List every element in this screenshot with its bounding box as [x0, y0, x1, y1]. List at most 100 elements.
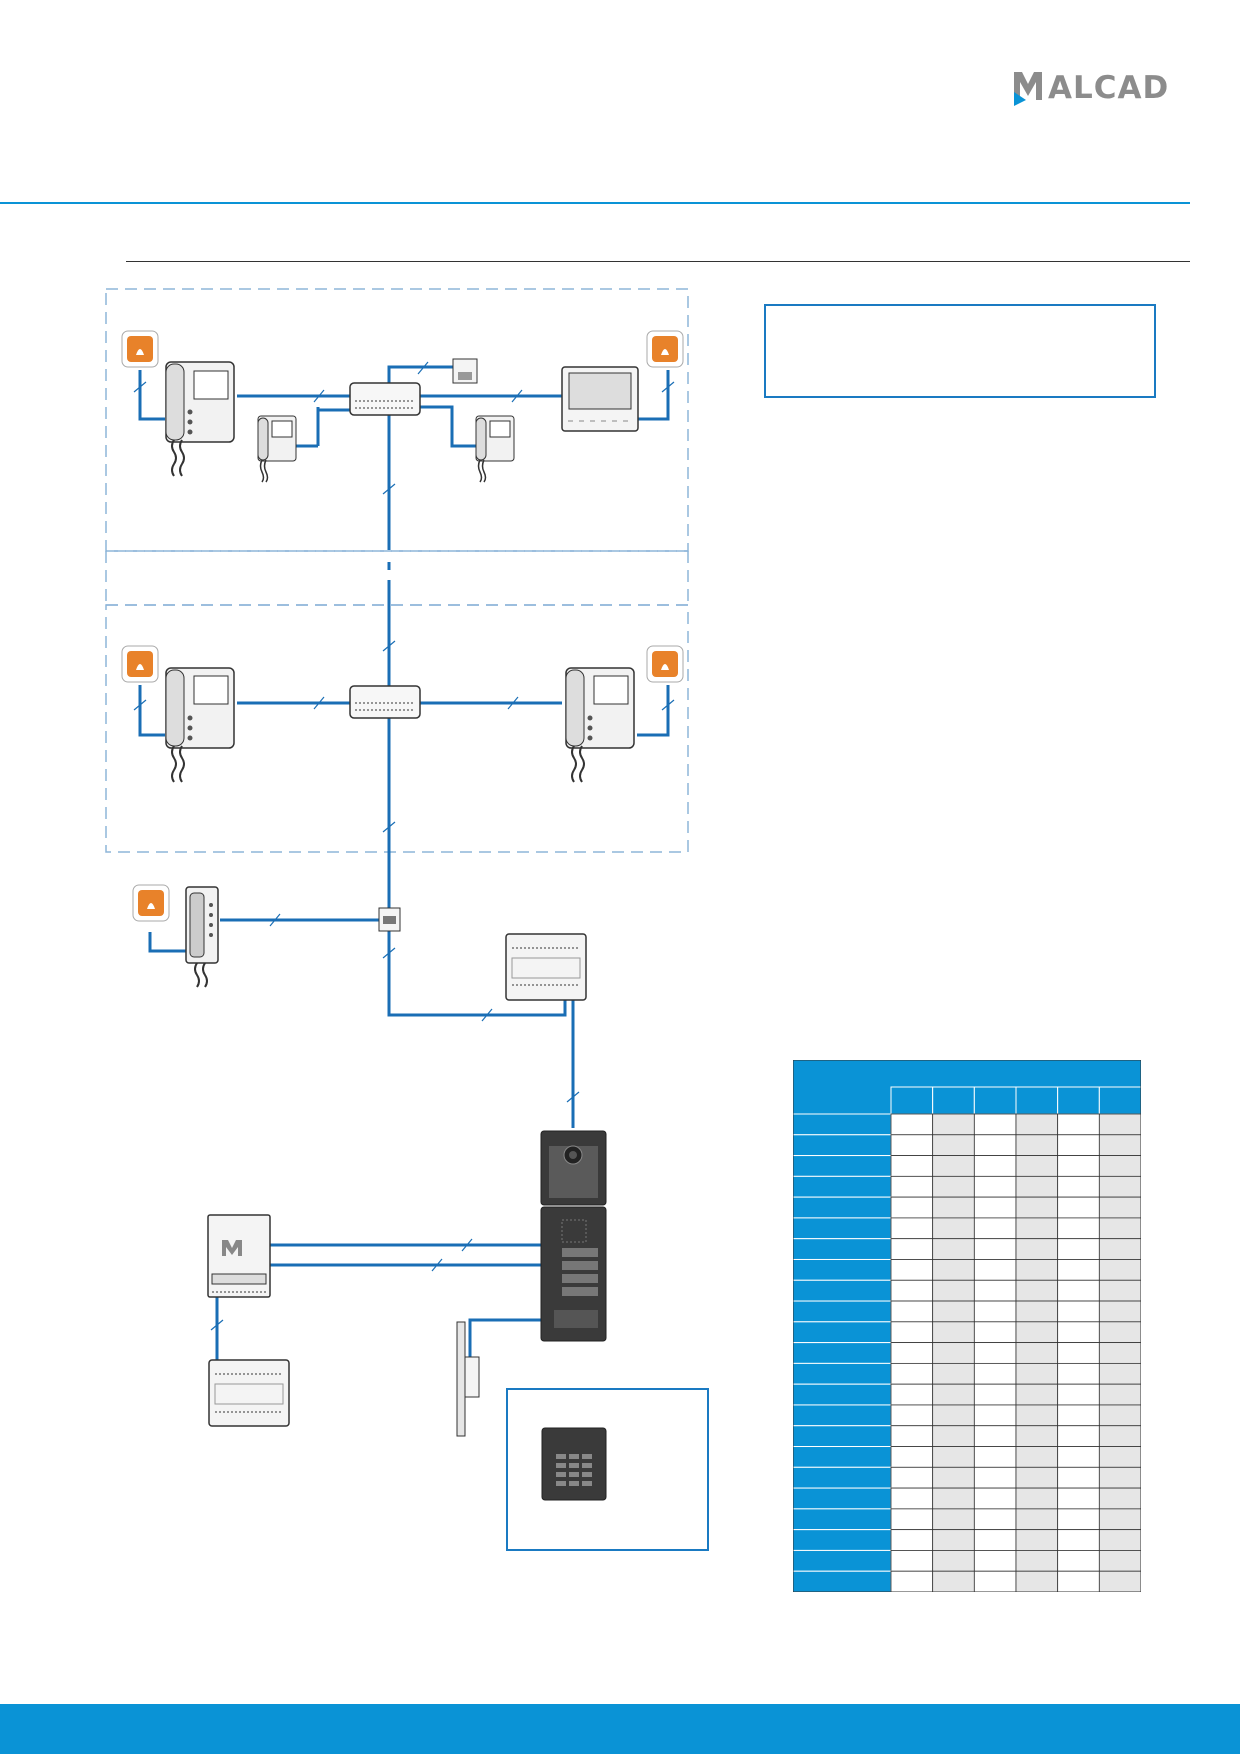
table-cell — [1015, 1529, 1059, 1551]
table-row-label — [793, 1549, 892, 1572]
table-row-label — [793, 1425, 892, 1448]
table-cell — [932, 1425, 975, 1447]
table-cell — [1057, 1300, 1100, 1323]
table-cell — [1098, 1134, 1141, 1156]
table-cell — [973, 1570, 1017, 1592]
table-cell — [1098, 1175, 1141, 1198]
table-cell — [973, 1404, 1017, 1427]
table-row-label — [793, 1508, 892, 1531]
table-cell — [1015, 1155, 1059, 1177]
table-cell — [973, 1259, 1017, 1281]
table-cell — [890, 1529, 934, 1551]
table-cell — [973, 1550, 1017, 1572]
table-cell — [890, 1238, 934, 1260]
table-cell — [932, 1342, 975, 1364]
table-cell — [1057, 1321, 1100, 1344]
table-cell — [1015, 1342, 1059, 1364]
table-row-label — [793, 1342, 892, 1364]
table-cell — [890, 1321, 934, 1344]
table-row-label — [793, 1258, 892, 1281]
table-row-label — [793, 1529, 892, 1551]
table-row-label — [793, 1238, 892, 1260]
table-cell — [1015, 1279, 1059, 1302]
table-cell — [890, 1404, 934, 1427]
table-cell — [932, 1508, 975, 1531]
table-cell — [973, 1425, 1017, 1447]
table-cell — [932, 1155, 975, 1177]
table-subheader-cell — [932, 1086, 975, 1115]
table-header-top — [891, 1060, 1141, 1087]
table-cell — [1098, 1404, 1141, 1427]
table-cell — [1015, 1508, 1059, 1531]
table-cell — [1015, 1550, 1059, 1572]
table-cell — [890, 1466, 934, 1489]
table-cell — [973, 1321, 1017, 1344]
video-monitor-icon — [565, 667, 635, 783]
table-cell — [890, 1362, 934, 1385]
electric-lock-icon — [456, 1321, 480, 1437]
alcad-logo-icon — [1014, 72, 1042, 106]
table-cell — [973, 1175, 1017, 1198]
table-row-label — [793, 1487, 892, 1510]
table-row-label — [793, 1362, 892, 1385]
table-cell — [973, 1155, 1017, 1177]
table-subheader-cell — [1015, 1086, 1059, 1115]
table-cell — [973, 1446, 1017, 1468]
table-cell — [1015, 1321, 1059, 1344]
table-cell — [932, 1196, 975, 1219]
logo-wordmark: ALCAD — [1048, 70, 1170, 106]
table-cell — [1015, 1300, 1059, 1323]
table-cell — [932, 1217, 975, 1240]
keypad-module-icon — [541, 1427, 607, 1501]
table-cell — [1098, 1196, 1141, 1219]
table-cell — [932, 1113, 975, 1136]
table-cell — [973, 1300, 1017, 1323]
table-cell — [1098, 1446, 1141, 1468]
table-cell — [890, 1300, 934, 1323]
apartment-panel-upper — [105, 288, 689, 552]
table-cell — [932, 1321, 975, 1344]
table-cell — [890, 1279, 934, 1302]
table-cell — [890, 1175, 934, 1198]
apartment-panel-lower — [105, 604, 689, 853]
table-cell — [1057, 1134, 1100, 1156]
table-cell — [1057, 1362, 1100, 1385]
table-cell — [1098, 1113, 1141, 1136]
table-cell — [1057, 1155, 1100, 1177]
table-cell — [1057, 1217, 1100, 1240]
table-cell — [1057, 1404, 1100, 1427]
table-cell — [1098, 1321, 1141, 1344]
table-cell — [932, 1466, 975, 1489]
table-row-label — [793, 1570, 892, 1592]
info-box — [764, 304, 1156, 398]
table-cell — [1015, 1466, 1059, 1489]
table-cell — [1098, 1238, 1141, 1260]
video-monitor-icon — [257, 415, 297, 483]
table-cell — [1015, 1446, 1059, 1468]
wire-section-table — [793, 1060, 1141, 1592]
table-cell — [1098, 1279, 1141, 1302]
table-cell — [1057, 1425, 1100, 1447]
table-subheader-cell — [890, 1086, 934, 1115]
distributor-box-icon — [349, 382, 421, 416]
table-cell — [890, 1570, 934, 1592]
table-cell — [1057, 1383, 1100, 1406]
table-cell — [890, 1155, 934, 1177]
table-row-label — [793, 1196, 892, 1219]
table-cell — [890, 1259, 934, 1281]
table-cell — [890, 1550, 934, 1572]
table-cell — [932, 1570, 975, 1592]
table-cell — [1015, 1570, 1059, 1592]
table-cell — [932, 1529, 975, 1551]
table-cell — [1098, 1529, 1141, 1551]
table-row-label — [793, 1155, 892, 1177]
table-cell — [1057, 1508, 1100, 1531]
table-subheader-cell — [1098, 1086, 1141, 1115]
bell-push-icon — [132, 884, 170, 922]
alcad-logo: ALCAD — [1012, 70, 1172, 110]
table-cell — [890, 1342, 934, 1364]
table-cell — [973, 1383, 1017, 1406]
table-cell — [973, 1342, 1017, 1364]
table-cell — [1098, 1508, 1141, 1531]
keypad-module-panel — [506, 1388, 709, 1551]
